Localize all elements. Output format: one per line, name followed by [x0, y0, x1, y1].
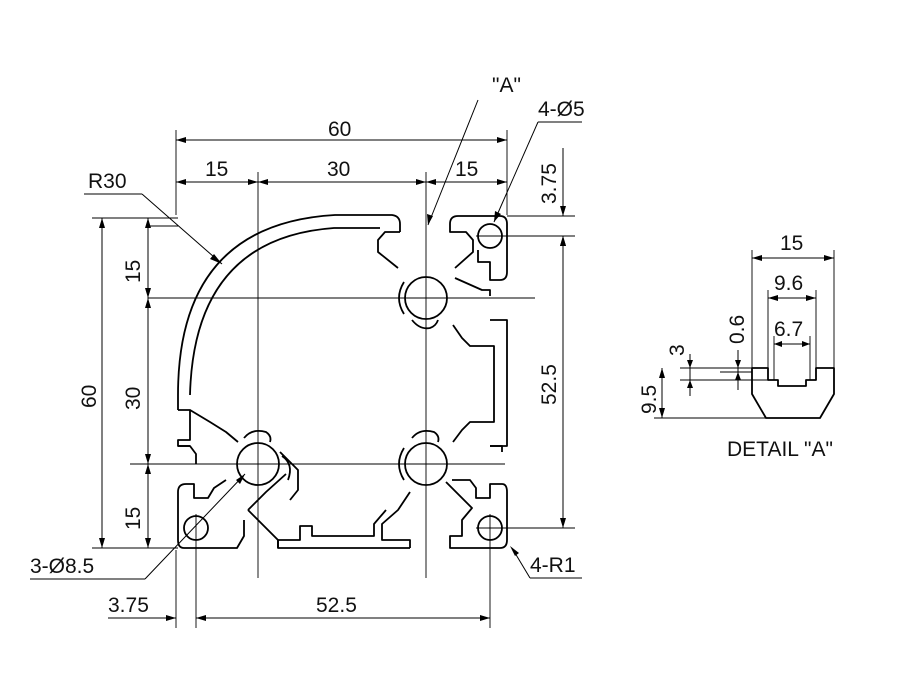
center-holes: [236, 276, 448, 486]
hole-bottom-left-center: [236, 442, 280, 486]
detail-dim-depth: 9.5: [638, 385, 661, 414]
label-holes-8-5: 3-Ø8.5: [30, 555, 94, 578]
detail-dim-slot-inner: 6.7: [774, 318, 803, 341]
profile-outline: [177, 214, 508, 549]
dim-bottom-span: 52.5: [316, 594, 357, 617]
hole-top-right-center: [404, 276, 448, 320]
label-a-marker: "A": [492, 74, 521, 97]
detail-a: [654, 250, 835, 419]
detail-dim-width: 15: [780, 232, 803, 255]
label-radius-30: R30: [88, 170, 127, 193]
hole-bottom-right-center: [404, 442, 448, 486]
dim-left-overall: 60: [78, 385, 101, 408]
dim-right-span: 52.5: [538, 364, 561, 405]
dim-left-top: 15: [122, 260, 145, 283]
corner-holes: [183, 223, 575, 628]
dim-top-left: 15: [205, 158, 228, 181]
dim-bottom-offset: 3.75: [108, 594, 149, 617]
label-holes-5: 4-Ø5: [538, 98, 585, 121]
detail-text: 15 9.6 6.7 0.6 3 9.5 DETAIL "A": [638, 232, 833, 461]
dim-top-right: 15: [455, 158, 478, 181]
dim-top-overall: 60: [328, 118, 351, 141]
dim-left-mid: 30: [122, 387, 145, 410]
detail-dim-slot-outer: 9.6: [774, 272, 803, 295]
detail-dim-thickness: 0.6: [726, 315, 749, 344]
dimension-lines: [30, 99, 582, 628]
dim-left-bottom: 15: [122, 507, 145, 530]
dimension-text: 60 15 30 15 "A" 4-Ø5 R30 3.75 52.5 60 15…: [30, 74, 585, 617]
dim-top-mid: 30: [327, 158, 350, 181]
dim-right-offset: 3.75: [538, 163, 561, 204]
detail-dim-lip: 3: [666, 344, 689, 356]
label-corner-r1: 4-R1: [530, 554, 576, 577]
detail-title: DETAIL "A": [727, 438, 833, 461]
